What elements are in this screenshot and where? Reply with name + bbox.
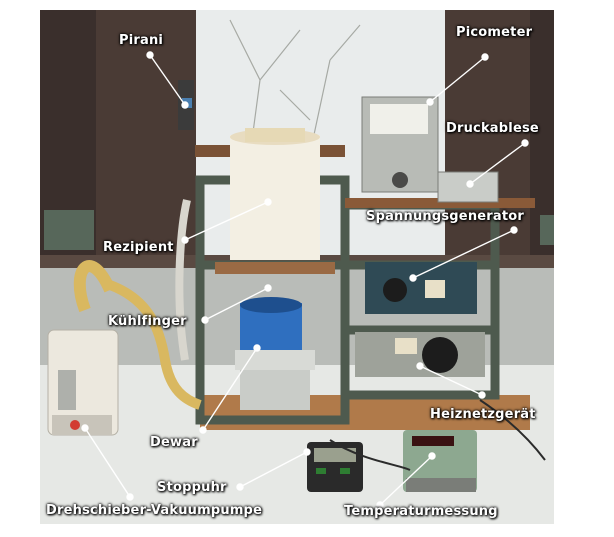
label-druckablese: Druckablese <box>446 121 539 136</box>
label-temperaturmessung: Temperaturmessung <box>344 504 498 519</box>
label-stoppuhr: Stoppuhr <box>157 480 227 495</box>
label-heiznetzgeraet: Heiznetzgerät <box>430 407 536 422</box>
label-pirani: Pirani <box>119 33 164 48</box>
lab-photo <box>40 10 554 524</box>
label-kuehlfinger: Kühlfinger <box>108 314 187 329</box>
label-spannungsgenerator: Spannungsgenerator <box>366 209 525 224</box>
label-dewar: Dewar <box>150 435 198 450</box>
label-rezipient: Rezipient <box>103 240 174 255</box>
label-picometer: Picometer <box>456 25 533 40</box>
label-drehschieber: Drehschieber-Vakuumpumpe <box>46 503 263 518</box>
